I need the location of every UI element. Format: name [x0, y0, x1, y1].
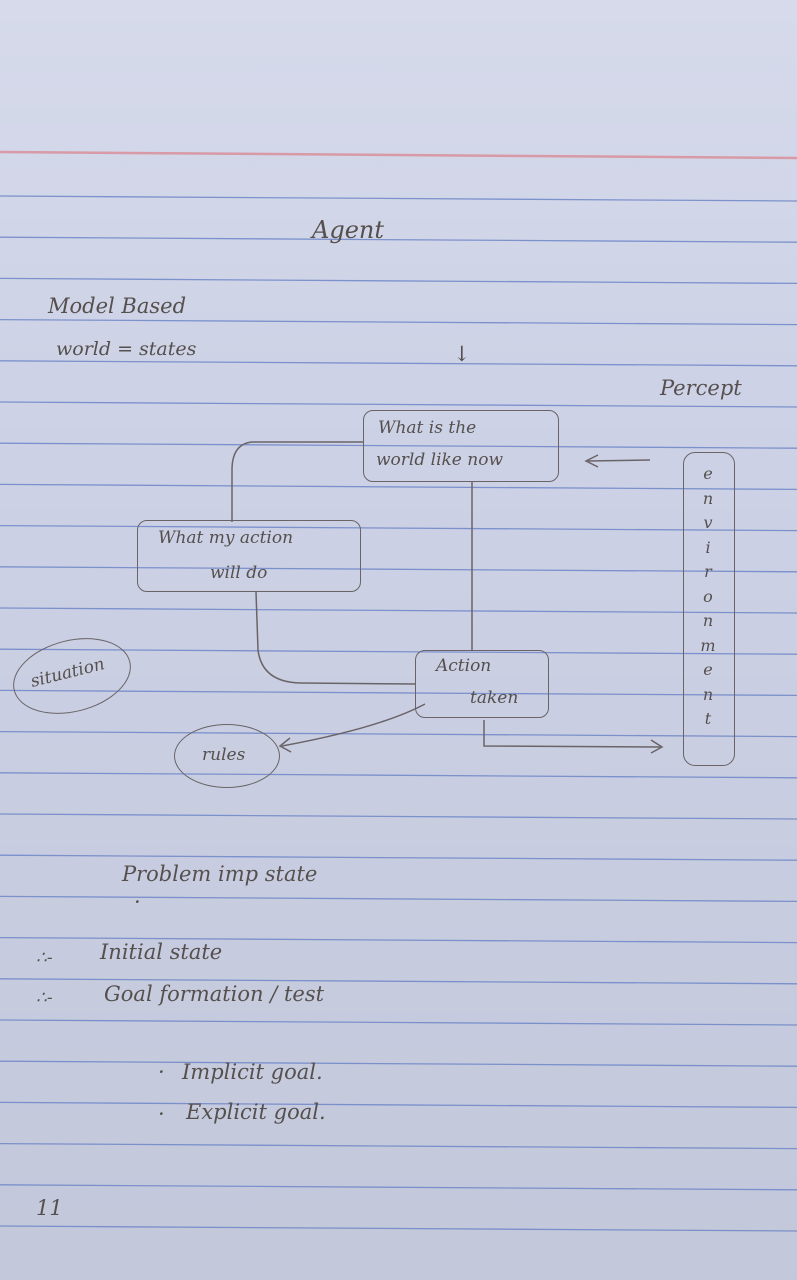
- box-world-line2: world like now: [376, 450, 504, 470]
- problem-heading: Problem imp state: [122, 862, 318, 886]
- connector-action-to-environment: [483, 720, 661, 748]
- box-action-line2: will do: [210, 563, 268, 583]
- rule-line: [0, 236, 797, 243]
- connector-world-to-prediction: [231, 441, 364, 522]
- rule-line: [0, 1225, 797, 1232]
- goal-bullet-2: ·: [158, 1102, 165, 1126]
- environment-letter: v: [703, 513, 713, 532]
- list-bullet-1: ∴-: [36, 948, 53, 968]
- rule-line: [0, 360, 797, 367]
- connector-action-to-rules: [281, 703, 426, 747]
- rule-line: [0, 978, 797, 985]
- arrowhead-percept: [584, 454, 599, 468]
- box-taken-line2: taken: [470, 688, 519, 708]
- down-arrow: ↓: [453, 342, 471, 366]
- arrowhead-environment: [650, 739, 664, 754]
- environment-letter: m: [700, 635, 716, 655]
- environment-letter: o: [703, 586, 713, 606]
- rule-line: [0, 936, 797, 944]
- environment-letter: n: [702, 684, 714, 704]
- rule-line: [0, 730, 797, 738]
- rules-oval: [174, 724, 280, 788]
- environment-letter: n: [702, 611, 714, 630]
- environment-letter: i: [705, 537, 711, 557]
- box-taken-line1: Action: [436, 656, 492, 676]
- environment-box: [683, 452, 735, 766]
- box-world-state: [363, 410, 559, 482]
- rule-line: [0, 854, 797, 861]
- margin-line: [0, 150, 797, 160]
- box-action-effect: [137, 520, 361, 592]
- rule-line: [0, 689, 797, 697]
- rule-line: [0, 195, 797, 202]
- environment-letter: r: [704, 562, 712, 581]
- environment-letter: e: [703, 464, 713, 483]
- rule-line: [0, 607, 797, 614]
- rule-line: [0, 648, 797, 655]
- page-heading: Agent: [312, 216, 384, 244]
- rule-line: [0, 1184, 797, 1191]
- percept-label: Percept: [660, 376, 742, 400]
- box-action-line1: What my action: [158, 528, 294, 548]
- rule-line: [0, 1101, 797, 1109]
- environment-letter: t: [704, 709, 712, 728]
- percept-arrow: [587, 459, 651, 462]
- rule-line: [0, 483, 797, 491]
- box-world-line1: What is the: [378, 418, 477, 438]
- connector-prediction-to-action: [255, 591, 416, 685]
- rule-line: [0, 318, 797, 326]
- rule-line: [0, 772, 797, 779]
- box-action-taken: [415, 650, 549, 718]
- list-item-initial-state: Initial state: [100, 940, 223, 964]
- subtitle: Model Based: [48, 294, 187, 318]
- goal-explicit: Explicit goal.: [186, 1100, 326, 1124]
- rule-line: [0, 442, 797, 449]
- rules-label: rules: [202, 745, 246, 765]
- goal-implicit: Implicit goal.: [182, 1060, 323, 1084]
- rule-line: [0, 1019, 797, 1026]
- rule-line: [0, 566, 797, 573]
- rule-line: [0, 1060, 797, 1067]
- arrowhead-rules: [278, 737, 292, 753]
- rule-line: [0, 895, 797, 903]
- problem-dot: ·: [134, 890, 141, 914]
- page-number: 11: [36, 1196, 63, 1220]
- rule-line: [0, 524, 797, 532]
- environment-letter: n: [702, 488, 714, 508]
- rule-line: [0, 277, 797, 285]
- list-bullet-2: ∴-: [36, 988, 53, 1008]
- list-item-goal-formation: Goal formation / test: [104, 982, 325, 1006]
- goal-bullet-1: ·: [158, 1060, 165, 1084]
- world-states-line: world = states: [56, 338, 197, 360]
- rule-line: [0, 401, 797, 408]
- rule-line: [0, 813, 797, 820]
- environment-letter: e: [703, 660, 713, 679]
- rule-line: [0, 1142, 797, 1150]
